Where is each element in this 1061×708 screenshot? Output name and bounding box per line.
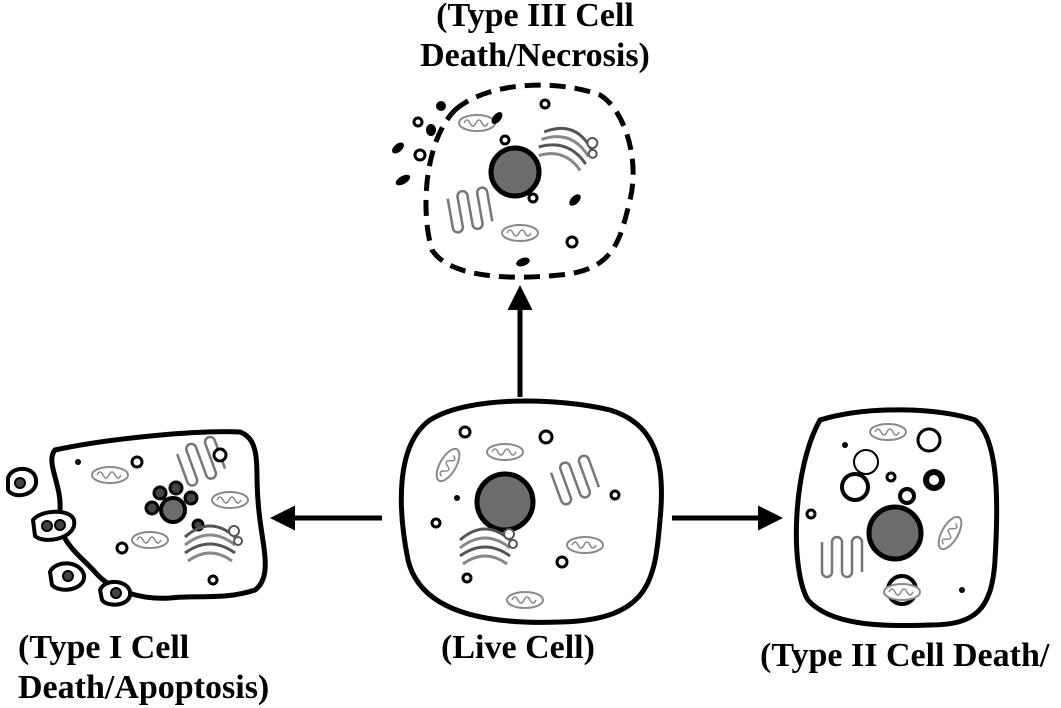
label-necrosis-line-1: (Type III Cell — [436, 0, 634, 34]
label-necrosis-line-2: Death/Necrosis) — [420, 37, 650, 74]
label-apoptosis: (Type I Cell Death/Apoptosis) — [0, 628, 278, 708]
label-autophagy: (Type II Cell Death/ — [760, 637, 1050, 674]
autophagy-cell-nucleus — [866, 504, 924, 562]
apoptosis-cell — [6, 429, 268, 607]
apoptosis-cell-nucleus — [159, 496, 187, 524]
necrosis-cell — [392, 82, 636, 280]
live-cell — [398, 398, 664, 625]
label-live-cell: (Live Cell) — [441, 629, 595, 666]
live-cell-nucleus — [474, 471, 536, 533]
label-apoptosis-line-2: Death/Apoptosis) — [18, 669, 270, 706]
apoptotic-bodies — [6, 466, 132, 607]
necrosis-cell-nucleus — [488, 145, 542, 199]
cell-death-diagram — [6, 82, 1000, 629]
label-apoptosis-line-1: (Type I Cell — [18, 629, 190, 666]
autophagy-cell — [793, 407, 1000, 629]
label-necrosis: (Type III Cell Death/Necrosis) — [385, 0, 685, 76]
